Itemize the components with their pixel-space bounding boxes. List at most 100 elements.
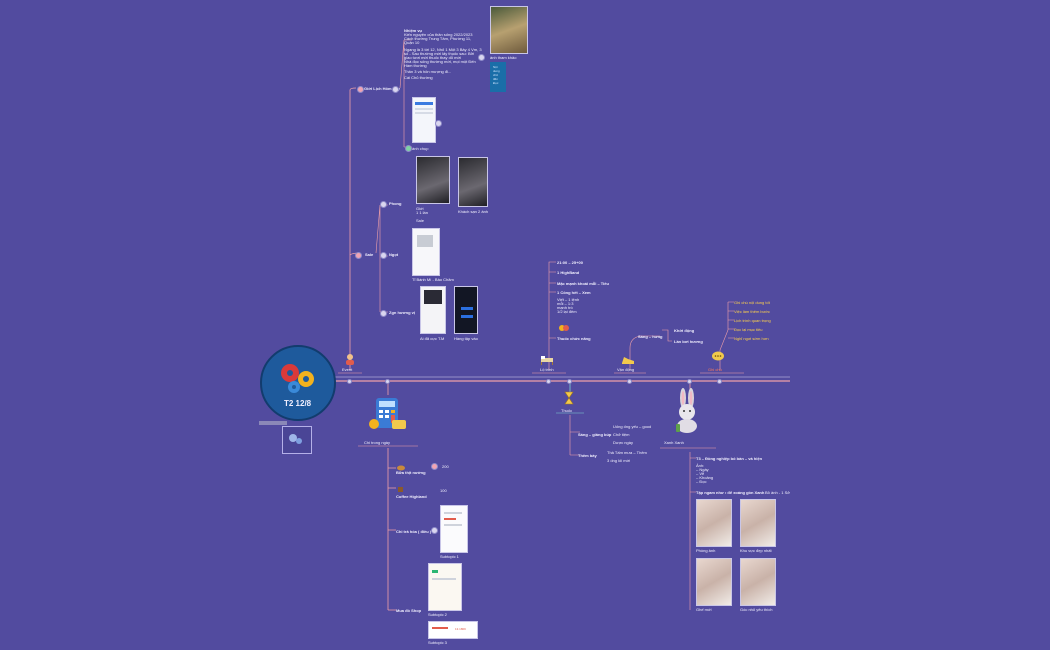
notes-label[interactable]: Ghi chú — [708, 367, 722, 372]
hourly-item-8[interactable]: Thuốc chức năng — [557, 336, 591, 341]
rabbit-photo-1[interactable] — [696, 499, 732, 547]
detail-line-11: Thân 3 và hôn mượng đi... — [404, 69, 452, 74]
meds-sub2-item-0: Thả Tấm mưa – Thêm — [607, 450, 647, 455]
meds-label[interactable]: Thuốc — [561, 408, 573, 413]
workout-item-1[interactable]: Lần bơi hương — [674, 339, 703, 344]
coffee-icon — [396, 480, 406, 492]
rabbit-line-0: Ảnh: — [696, 463, 705, 468]
event-sub1-dot — [357, 86, 364, 93]
rabbit-line-4: – Đọc — [696, 479, 707, 484]
gears-icon — [281, 364, 314, 393]
meds-sub1[interactable]: Sáng – giảng búp — [578, 432, 612, 437]
event-sub2-dot — [355, 252, 362, 259]
hourly-item-4: Viết – 1 lệnh — [557, 297, 580, 302]
rabbit-caption-2: Khu vực đẹp nhất — [740, 548, 772, 553]
hourly-item-0[interactable]: 21:00 – 25+00 — [557, 260, 583, 265]
event-label[interactable]: Event — [342, 367, 353, 372]
hourly-item-3[interactable]: 1 Công hết – Xem — [557, 290, 591, 295]
ngoi-screenshot[interactable] — [412, 228, 440, 276]
detail-line-9: Hàm thường — [404, 63, 427, 68]
notes-item-2[interactable]: Lịch trình quan trọng — [734, 318, 771, 323]
event-sub2-label[interactable]: Sale — [365, 252, 374, 257]
ngoi-label[interactable]: Ngọt — [389, 252, 399, 257]
receipt-1[interactable] — [440, 505, 468, 553]
spend-label[interactable]: Chi trong ngày — [364, 440, 391, 445]
notes-item-0[interactable]: Ghi chú nội dung tốt — [734, 300, 770, 305]
receipt-3[interactable]: 13.180K — [428, 621, 478, 639]
hourly-item-6: mạnh trò — [557, 305, 573, 310]
phong-photo[interactable] — [416, 156, 450, 204]
gear-icon — [289, 434, 302, 444]
receipt-3-caption: Subtopic 3 — [428, 640, 447, 645]
zgn-caption-2: Hàng tập vào — [454, 336, 478, 341]
rabbit-label[interactable]: Xanh Xanh — [664, 440, 684, 445]
zgn-screenshot-1[interactable] — [420, 286, 446, 334]
zgn-label[interactable]: Zgn hương vị — [389, 310, 415, 315]
spend-item-2-dot — [431, 527, 438, 534]
meds-sub2-item-1: 3 ống lối mới — [607, 458, 631, 463]
detail-line-3: Quận 10 — [404, 40, 420, 45]
event-app-screenshot[interactable] — [412, 97, 436, 143]
phong-label[interactable]: Phong — [389, 201, 402, 206]
event-sub1-end-dot — [392, 86, 399, 93]
rabbit-caption-1: Phòng ảnh — [696, 548, 716, 553]
meds-sub2[interactable]: Thêm bày — [578, 453, 597, 458]
phong-caption: Khách sạn 2 ảnh — [458, 209, 489, 214]
root-title: T2 12/8 — [284, 399, 312, 408]
rabbit-photo-4[interactable] — [740, 558, 776, 606]
meds-sub1-item-0: Uống ống yếu – good — [613, 424, 652, 429]
axis-dot-spend — [385, 379, 390, 384]
hourly-label[interactable]: Lộ trình — [540, 367, 554, 372]
workout-item-0[interactable]: Khởi động — [674, 328, 695, 333]
spend-item-2-label[interactable]: Chi trả hóa ( điều ) — [396, 529, 432, 534]
rabbit-photo-2[interactable] — [740, 499, 776, 547]
running-shoe-icon — [621, 352, 635, 364]
phong-line-3: Sale — [416, 218, 425, 223]
spend-item-1-label[interactable]: Coffee Highland — [396, 494, 427, 499]
phong-line-1: 1 1 lần — [416, 210, 429, 215]
receipt-1-caption: Subtopic 1 — [440, 554, 459, 559]
axis-dot-notes — [717, 379, 722, 384]
workout-sub[interactable]: Sáng – hưng — [638, 334, 663, 339]
root-thumbnail[interactable] — [282, 426, 312, 454]
spend-item-0-value: 200 — [442, 464, 449, 469]
detail-line-0: Nhiệm vụ — [404, 28, 423, 33]
event-icon — [343, 352, 357, 365]
rabbit-line1[interactable]: T3 – Đồng nghiệp bỏ bàn – và hiện — [696, 456, 763, 461]
hourglass-icon — [563, 391, 575, 405]
spend-item-0-label[interactable]: Bữa thịt nướng — [396, 470, 426, 475]
rabbit-line-2: – Vẽ — [696, 471, 705, 476]
hourly-item-7: 1/2 lại đêm — [557, 309, 577, 314]
app-end-dot — [435, 120, 442, 127]
zgn-screenshot-2[interactable] — [454, 286, 478, 334]
detail-line-1: Kiến nguyện của thân sống 2022/2023 — [404, 32, 473, 37]
detail-line-13: Cái Chủ thường — [404, 75, 433, 80]
rabbit-line-3: – Khoảng — [696, 475, 714, 480]
root-node[interactable]: T2 12/8 — [260, 345, 336, 421]
rabbit-line2-extra: Bỏ ảnh - 1 Sở — [765, 490, 790, 495]
event-photo[interactable] — [490, 6, 528, 54]
receipt-2[interactable] — [428, 563, 462, 611]
hourly-item-2[interactable]: Mặc mạnh khoái mỗi – Tiêu — [557, 281, 609, 286]
event-photo-caption: ảnh tham khảo — [490, 55, 517, 60]
detail-end-dot — [478, 54, 485, 61]
workout-label[interactable]: Vận động — [617, 367, 635, 372]
rabbit-line2[interactable]: Tập ngam như • để xoáng gồn Xanh — [696, 490, 765, 495]
speech-bubble-icon — [711, 350, 725, 362]
rabbit-photo-3[interactable] — [696, 558, 732, 606]
rabbit-caption-4: Góc nhỏ yêu thích — [740, 607, 773, 612]
spend-item-3-label[interactable]: Mua đồ Shop — [396, 608, 422, 613]
phong-line-0: Giới — [416, 206, 424, 211]
spend-item-1-value: 100 — [440, 488, 447, 493]
hourly-item-1[interactable]: 1 HighBand — [557, 270, 580, 275]
event-sub1-label[interactable]: Giới Lịch Hôm Nay — [364, 86, 400, 91]
axis-dot-event — [347, 379, 352, 384]
phong-photo-2[interactable] — [458, 157, 488, 207]
notes-item-3[interactable]: Đọc lại mục tiêu — [734, 327, 763, 332]
meds-sub1-item-2: Dược ngày — [613, 440, 633, 445]
notes-item-4[interactable]: Nghỉ ngơi sớm hơn — [734, 336, 769, 341]
hourly-item-5: mỗi – 1:3 — [557, 301, 574, 306]
notes-item-1[interactable]: Việc làm thêm bước — [734, 309, 770, 314]
